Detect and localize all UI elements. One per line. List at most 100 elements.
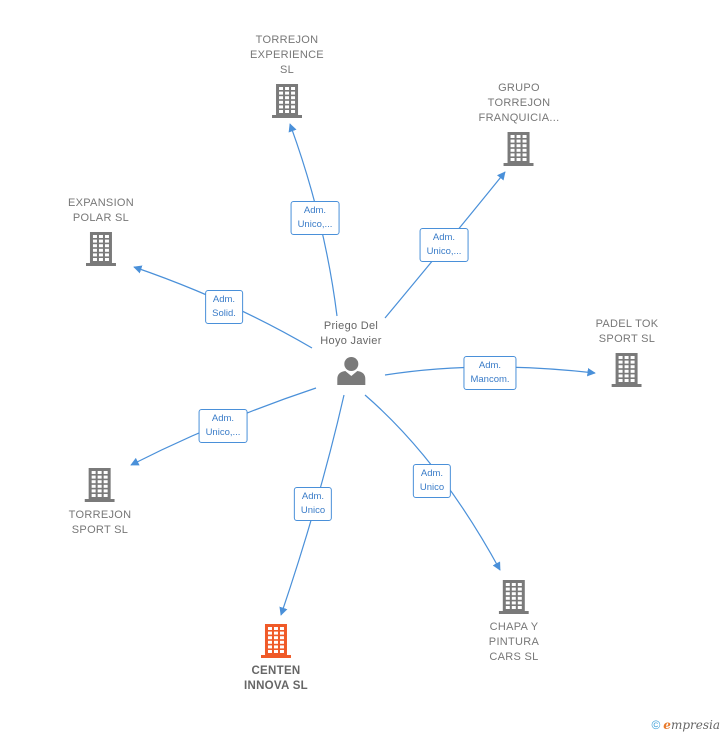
building-window — [523, 158, 527, 161]
building-window — [279, 631, 284, 635]
building-window — [267, 640, 272, 644]
building-window — [618, 369, 623, 373]
building-window — [618, 379, 623, 382]
building-window — [103, 475, 108, 479]
building-window — [91, 475, 96, 479]
building-window — [290, 105, 295, 109]
building-window — [630, 365, 635, 369]
company-node-expansion-polar[interactable]: EXPANSION POLAR SL — [68, 196, 134, 266]
company-node-centen-innova[interactable]: CENTEN INNOVA SL — [244, 624, 308, 694]
building-window — [273, 640, 278, 644]
building-window — [97, 475, 102, 479]
building-window — [279, 640, 284, 644]
building-window — [517, 606, 522, 609]
building-window — [92, 253, 97, 257]
company-node-torrejon-experience[interactable]: TORREJON EXPERIENCE SL — [250, 33, 324, 118]
person-name: Priego Del Hoyo Javier — [320, 320, 382, 347]
relation-label-expansion-polar[interactable]: Adm. Solid. — [205, 290, 243, 324]
building-window — [511, 135, 515, 138]
building-window — [98, 258, 103, 261]
building-window — [103, 471, 108, 474]
building-window — [98, 239, 103, 243]
building-window — [505, 606, 510, 609]
building-window — [511, 592, 516, 596]
building-window — [278, 110, 283, 113]
building-window — [618, 360, 623, 364]
relation-label-centen-innova[interactable]: Adm. Unico — [293, 487, 333, 521]
person-node[interactable]: Priego Del Hoyo Javier — [320, 319, 381, 385]
building-window — [624, 379, 629, 382]
brand-logo-text: mpresia — [670, 718, 720, 732]
building-window — [103, 494, 108, 497]
building-window — [284, 110, 289, 113]
building-window — [630, 360, 635, 364]
relation-label-chapa-pintura[interactable]: Adm. Unico — [412, 464, 452, 498]
building-window — [630, 356, 635, 359]
building-window — [97, 489, 102, 493]
building-window — [91, 484, 96, 488]
relation-label-torrejon-experience[interactable]: Adm. Unico,... — [290, 201, 340, 235]
building-window — [523, 135, 527, 138]
building-window — [284, 100, 289, 104]
building-window — [91, 489, 96, 493]
building-window — [517, 148, 521, 152]
building-window — [97, 494, 102, 497]
building-window — [278, 105, 283, 109]
company-node-padel-tok[interactable]: PADEL TOK SPORT SL — [596, 317, 659, 387]
building-window — [278, 100, 283, 104]
building-window — [104, 239, 109, 243]
building-window — [505, 583, 510, 586]
building-window — [104, 248, 109, 252]
building-window — [98, 235, 103, 238]
building-window — [267, 631, 272, 635]
building-window — [284, 96, 289, 100]
building-window — [624, 369, 629, 373]
company-node-chapa-pintura[interactable]: CHAPA Y PINTURA CARS SL — [489, 580, 539, 665]
brand-logo-e: e — [663, 718, 671, 732]
relation-label-torrejon-sport[interactable]: Adm. Unico,... — [198, 409, 248, 443]
building-window — [517, 587, 522, 591]
building-window — [523, 148, 527, 152]
building-window — [624, 365, 629, 369]
relation-label-grupo-torrejon[interactable]: Adm. Unico,... — [419, 228, 469, 262]
person-icon — [336, 357, 365, 385]
building-window — [511, 148, 515, 152]
building-window — [103, 480, 108, 484]
building-window — [104, 253, 109, 257]
building-window — [279, 636, 284, 640]
building-window — [618, 365, 623, 369]
building-window — [103, 484, 108, 488]
company-label: GRUPO TORREJON FRANQUICIA... — [478, 82, 560, 124]
building-window — [273, 627, 278, 630]
building-window — [104, 235, 109, 238]
building-icon — [260, 624, 291, 658]
building-window — [92, 248, 97, 252]
building-base — [498, 611, 529, 614]
building-window — [517, 153, 521, 157]
building-window — [517, 135, 521, 138]
building-window — [511, 587, 516, 591]
building-window — [267, 627, 272, 630]
relation-label-padel-tok[interactable]: Adm. Mancom. — [463, 356, 517, 390]
building-window — [92, 244, 97, 248]
company-node-grupo-torrejon[interactable]: GRUPO TORREJON FRANQUICIA... — [479, 81, 560, 166]
building-window — [278, 87, 283, 90]
building-window — [290, 100, 295, 104]
building-window — [97, 480, 102, 484]
building-window — [98, 244, 103, 248]
company-label: TORREJON SPORT SL — [68, 509, 132, 536]
company-label: PADEL TOK SPORT SL — [595, 318, 659, 345]
building-window — [618, 374, 623, 378]
building-window — [290, 110, 295, 113]
building-window — [517, 158, 521, 161]
building-window — [104, 258, 109, 261]
building-icon — [84, 468, 115, 502]
building-icon — [504, 132, 534, 166]
building-base — [85, 263, 116, 266]
building-window — [290, 96, 295, 100]
company-label: CENTEN INNOVA SL — [243, 665, 309, 692]
company-label: CHAPA Y PINTURA CARS SL — [488, 621, 540, 663]
building-base — [260, 655, 291, 658]
building-window — [624, 374, 629, 378]
company-node-torrejon-sport[interactable]: TORREJON SPORT SL — [69, 468, 132, 538]
